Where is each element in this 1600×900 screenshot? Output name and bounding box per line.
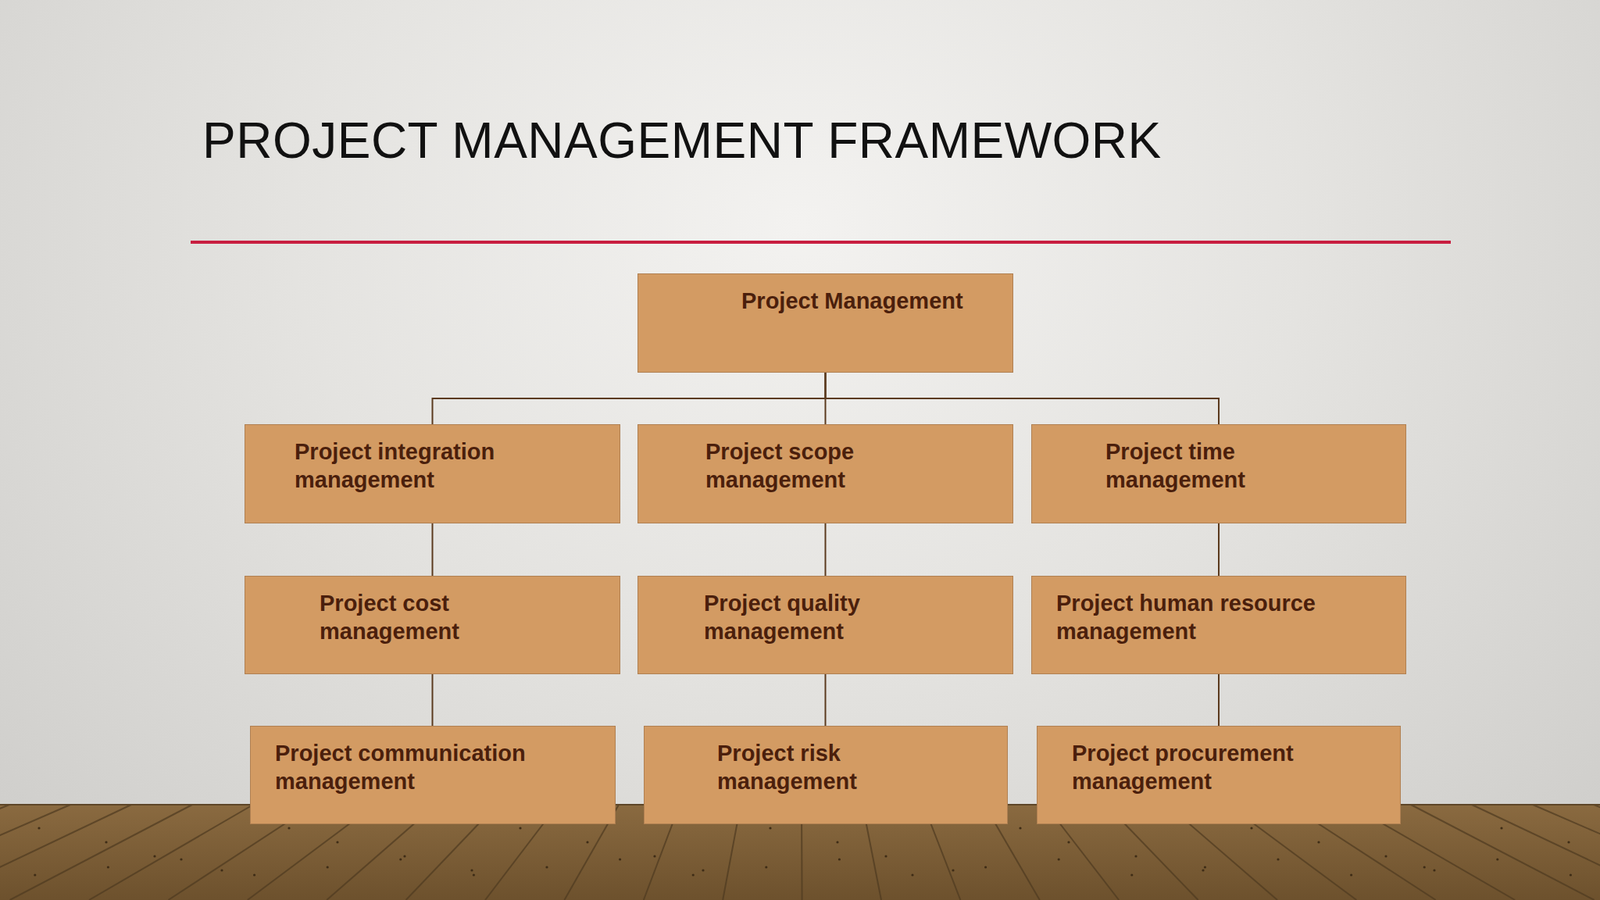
floor-nail (838, 857, 841, 861)
process-box: Project cost management (244, 575, 621, 675)
floor-nail (1432, 868, 1436, 872)
box-label: Project procurement management (1071, 739, 1369, 796)
floor-nail (399, 857, 402, 861)
title-rule (190, 240, 1451, 244)
floor-nail (335, 840, 339, 843)
process-box: Project time management (1031, 424, 1407, 524)
process-box: Project integration management (244, 424, 621, 524)
floor-nail (37, 826, 40, 829)
floor-nail (1134, 854, 1137, 858)
floor-nail (701, 868, 704, 872)
connector-line (1217, 523, 1220, 576)
box-label: Project Management (741, 286, 1013, 315)
plank-seam (89, 804, 254, 900)
floor-nail (653, 854, 656, 858)
floor-nail (1567, 840, 1570, 843)
floor-nail (1130, 873, 1133, 876)
root-box: Project Management (637, 273, 1014, 373)
floor-nail (1569, 873, 1572, 876)
connector-line (432, 674, 434, 726)
floor-nail (884, 854, 887, 858)
connector-line (825, 372, 1220, 425)
floor-nail (1203, 865, 1207, 868)
floor-nail (472, 873, 475, 876)
floor-nail (470, 868, 473, 872)
floor-nail (104, 840, 108, 843)
floor-nail (545, 865, 548, 868)
box-label: Project human resource management (1056, 589, 1385, 646)
floor-nail (835, 840, 839, 843)
floor-nail (768, 826, 772, 829)
floor-nail (1276, 857, 1279, 861)
connector-line (825, 674, 827, 726)
floor-nail (220, 868, 223, 872)
process-box: Project risk management (643, 725, 1008, 825)
box-label: Project time management (1105, 437, 1340, 494)
connector-line (432, 372, 826, 425)
box-label: Project cost management (319, 589, 554, 646)
slide-title: PROJECT MANAGEMENT FRAMEWORK (202, 115, 1162, 166)
floor-nail (518, 826, 522, 829)
floor-nail (287, 826, 290, 829)
process-box: Project scope management (637, 424, 1014, 524)
floor-nail (618, 857, 622, 861)
floor-nail (1350, 873, 1353, 876)
floor-nail (1067, 840, 1070, 843)
floor-nail (179, 857, 183, 861)
floor-nail (326, 865, 329, 868)
plank-seam (1532, 804, 1600, 900)
floor-nail (1018, 826, 1022, 829)
floor-nail (764, 865, 768, 868)
floor-nail (1250, 826, 1253, 829)
plank-seam (0, 804, 10, 900)
box-label: Project communication management (275, 739, 588, 796)
floor-nail (1201, 868, 1204, 872)
box-label: Project quality management (703, 589, 939, 646)
plank-seam (10, 804, 193, 900)
plank-seam (0, 804, 71, 900)
floor-nail (1384, 854, 1387, 858)
box-label: Project risk management (717, 739, 952, 796)
plank-seam (1471, 804, 1600, 900)
floor-nail (253, 873, 256, 876)
floor-nail (585, 840, 589, 843)
connector-line (825, 523, 827, 576)
process-box: Project communication management (250, 725, 616, 825)
floor-nail (107, 865, 110, 868)
floor-nail (153, 854, 156, 858)
process-box: Project procurement management (1036, 725, 1401, 825)
floor-nail (951, 868, 954, 872)
connector-line (432, 523, 434, 576)
floor-nail (984, 865, 987, 868)
process-box: Project human resource management (1031, 575, 1407, 675)
process-box: Project quality management (637, 575, 1014, 675)
floor-nail (910, 873, 914, 876)
plank-seam (1593, 804, 1600, 900)
floor-nail (1317, 840, 1320, 843)
floor-nail (1500, 826, 1503, 829)
floor-nail (403, 854, 406, 858)
box-label: Project integration management (294, 437, 576, 494)
floor-nail (692, 873, 695, 876)
box-label: Project scope management (705, 437, 940, 494)
plank-seam (0, 804, 132, 900)
floor-nail (33, 873, 36, 876)
connector-line (1217, 674, 1220, 726)
floor-nail (1057, 857, 1061, 861)
floor-nail (1496, 857, 1499, 861)
floor-nail (1423, 865, 1426, 868)
